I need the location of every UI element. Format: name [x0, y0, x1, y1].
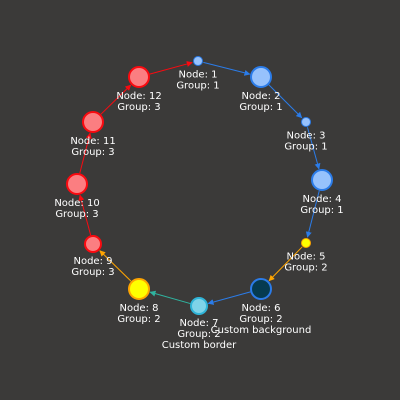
- node-2-sublabel: Group: 1: [239, 102, 282, 113]
- edge-1-to-2[interactable]: [203, 61, 251, 76]
- node-11-sublabel: Group: 3: [71, 147, 114, 158]
- node-10-label: Node: 10: [54, 198, 99, 209]
- node-6-extra: Custom background: [211, 325, 312, 336]
- node-9[interactable]: [84, 235, 102, 253]
- node-6-label: Node: 6: [241, 303, 280, 314]
- node-7-sublabel: Group: 2: [177, 329, 220, 340]
- node-12-sublabel: Group: 3: [117, 102, 160, 113]
- edge-5-to-6[interactable]: [268, 246, 303, 282]
- edge-6-to-7[interactable]: [207, 291, 251, 305]
- node-9-label: Node: 9: [73, 256, 112, 267]
- node-7[interactable]: [190, 297, 208, 315]
- edge-12-to-1[interactable]: [149, 61, 193, 75]
- node-6-sublabel: Group: 2: [239, 314, 282, 325]
- edge-4-to-5[interactable]: [305, 190, 320, 238]
- node-4-sublabel: Group: 1: [300, 205, 343, 216]
- node-7-extra: Custom border: [162, 340, 237, 351]
- node-5-sublabel: Group: 2: [284, 263, 327, 274]
- node-10[interactable]: [66, 173, 88, 195]
- node-3-sublabel: Group: 1: [284, 142, 327, 153]
- node-4-label: Node: 4: [302, 194, 341, 205]
- node-1-sublabel: Group: 1: [176, 81, 219, 92]
- node-11-label: Node: 11: [70, 136, 115, 147]
- node-12-label: Node: 12: [116, 91, 161, 102]
- edge-3-to-4[interactable]: [306, 127, 321, 170]
- node-4[interactable]: [311, 169, 333, 191]
- edge-2-to-3[interactable]: [268, 84, 303, 119]
- node-11[interactable]: [82, 111, 104, 133]
- node-1-label: Node: 1: [178, 70, 217, 81]
- edge-layer: [78, 61, 321, 305]
- node-2[interactable]: [250, 66, 272, 88]
- node-3[interactable]: [301, 117, 311, 127]
- node-layer: [66, 56, 333, 315]
- edge-9-to-10[interactable]: [78, 194, 92, 236]
- node-2-label: Node: 2: [241, 91, 280, 102]
- node-12[interactable]: [128, 66, 150, 88]
- node-7-label: Node: 7: [179, 318, 218, 329]
- node-1[interactable]: [193, 56, 203, 66]
- node-9-sublabel: Group: 3: [71, 267, 114, 278]
- node-8-label: Node: 8: [119, 303, 158, 314]
- node-6[interactable]: [250, 278, 272, 300]
- edge-8-to-9[interactable]: [99, 250, 132, 282]
- node-10-sublabel: Group: 3: [55, 209, 98, 220]
- node-5-label: Node: 5: [286, 252, 325, 263]
- edge-11-to-12[interactable]: [100, 84, 132, 115]
- node-5[interactable]: [301, 238, 311, 248]
- node-3-label: Node: 3: [286, 131, 325, 142]
- edge-10-to-11[interactable]: [79, 132, 92, 174]
- node-8[interactable]: [128, 278, 150, 300]
- edge-7-to-8[interactable]: [149, 290, 191, 305]
- node-8-sublabel: Group: 2: [117, 314, 160, 325]
